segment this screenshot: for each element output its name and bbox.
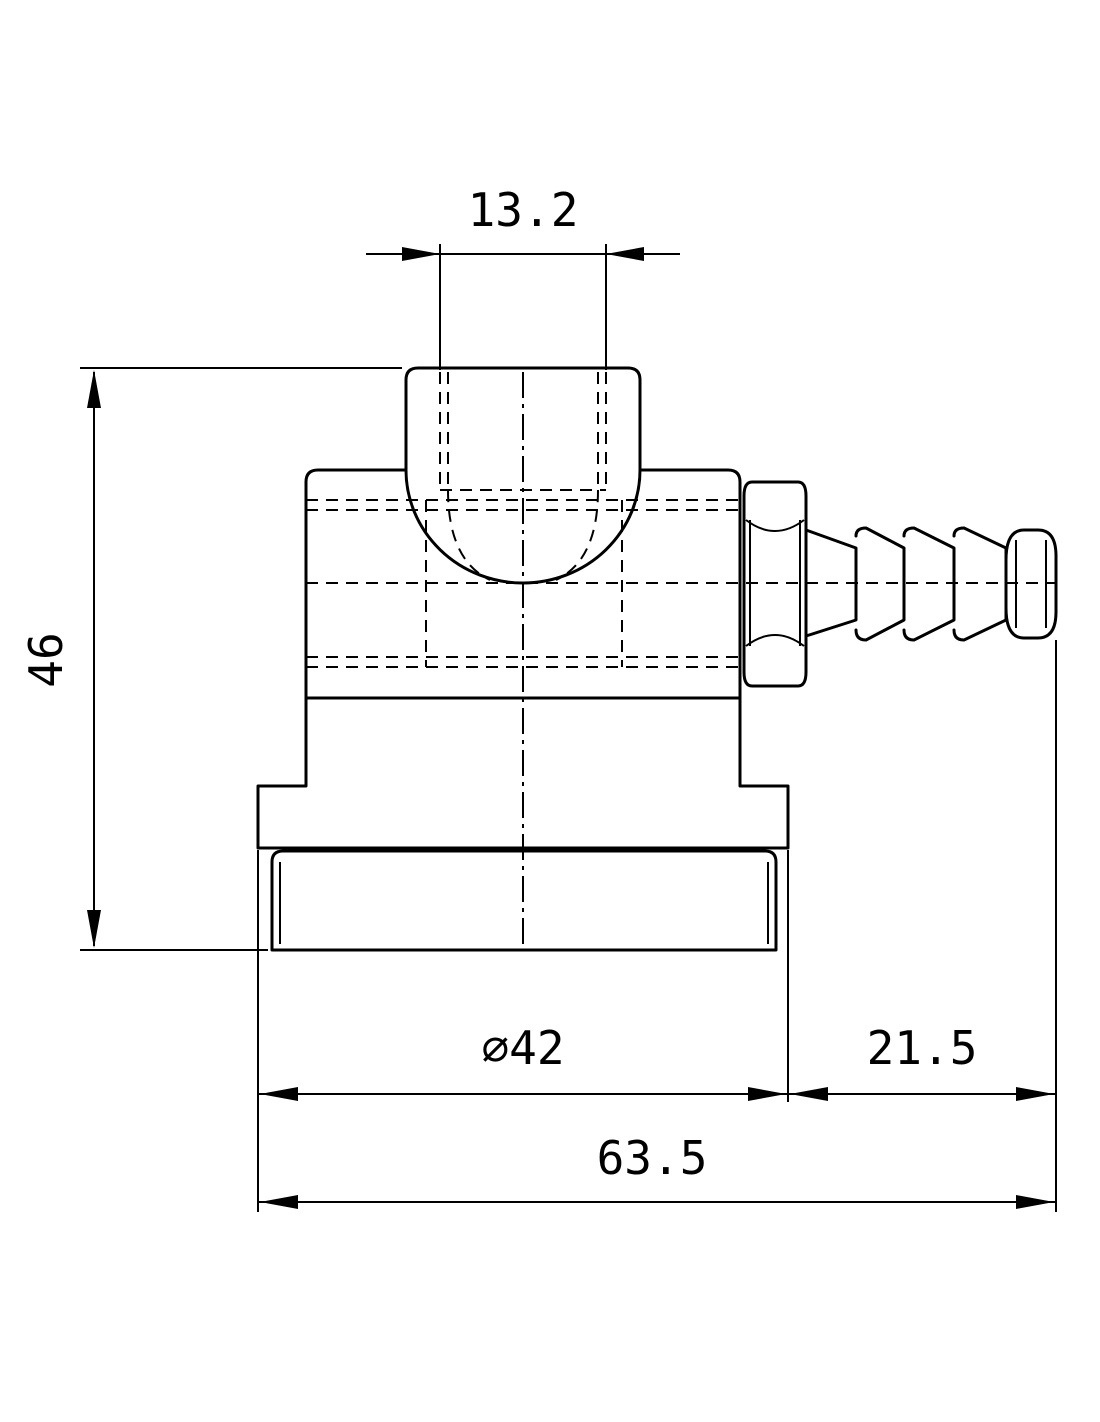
- dimension-46: 46: [19, 367, 402, 951]
- dimension-42-and-21-5: ⌀42 21.5: [257, 640, 1057, 1212]
- hex-nut: [742, 480, 808, 688]
- dim-label-total-height: 46: [19, 632, 73, 687]
- dim-label-hose-length: 21.5: [867, 1021, 978, 1075]
- top-boss-outline: [404, 366, 642, 472]
- dim-label-hole-width: 13.2: [468, 183, 579, 237]
- boss-bore-arc: [404, 468, 642, 585]
- dimension-13-2: 13.2: [366, 183, 680, 370]
- dim-label-total-width: 63.5: [597, 1131, 708, 1185]
- dim-label-base-diameter: ⌀42: [481, 1021, 564, 1075]
- dimension-63-5: 63.5: [258, 1131, 1056, 1209]
- hose-barb: [804, 526, 1058, 642]
- hidden-lines: [306, 372, 1056, 668]
- base-cap-outline: [270, 849, 778, 952]
